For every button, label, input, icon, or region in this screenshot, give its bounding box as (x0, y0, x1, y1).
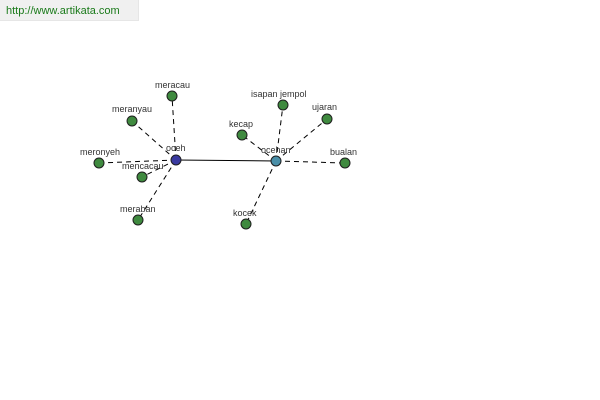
node-meranyau[interactable] (126, 115, 138, 127)
node-meronyeh[interactable] (93, 157, 105, 169)
node-mencacau[interactable] (136, 171, 148, 183)
node-label-bualan: bualan (330, 147, 357, 157)
node-isapan-jempol[interactable] (277, 99, 289, 111)
edge-ocehan-kocek (245, 160, 277, 225)
node-label-mencacau: mencacau (122, 161, 164, 171)
edge-oceh-meronyeh (98, 159, 177, 164)
node-label-ujaran: ujaran (312, 102, 337, 112)
node-bualan[interactable] (339, 157, 351, 169)
node-meracau[interactable] (166, 90, 178, 102)
node-kocek[interactable] (240, 218, 252, 230)
site-url-link[interactable]: http://www.artikata.com (6, 5, 120, 17)
edge-oceh-mencacau (141, 159, 177, 178)
node-label-meranyau: meranyau (112, 104, 152, 114)
node-label-meracau: meracau (155, 80, 190, 90)
node-ocehan[interactable] (270, 155, 282, 167)
edge-oceh-meraban (137, 159, 177, 221)
node-label-oceh: oceh (166, 143, 186, 153)
node-oceh[interactable] (170, 154, 182, 166)
edge-oceh-meracau (171, 95, 177, 161)
edge-ocehan-kecap (241, 134, 277, 162)
nodes-layer (93, 90, 351, 230)
edge-oceh-ocehan (175, 159, 277, 162)
node-label-kecap: kecap (229, 119, 253, 129)
url-bar: http://www.artikata.com (0, 0, 139, 21)
edge-ocehan-isapan-jempol (275, 104, 284, 162)
node-label-isapan-jempol: isapan jempol (251, 89, 307, 99)
edge-ocehan-bualan (275, 160, 346, 164)
edges-layer (98, 95, 346, 225)
node-meraban[interactable] (132, 214, 144, 226)
node-ujaran[interactable] (321, 113, 333, 125)
edge-oceh-meranyau (131, 120, 177, 161)
node-kecap[interactable] (236, 129, 248, 141)
node-label-meraban: meraban (120, 204, 156, 214)
node-label-ocehan: ocehan (261, 145, 291, 155)
node-label-meronyeh: meronyeh (80, 147, 120, 157)
node-label-kocek: kocek (233, 208, 257, 218)
edge-ocehan-ujaran (275, 118, 328, 162)
